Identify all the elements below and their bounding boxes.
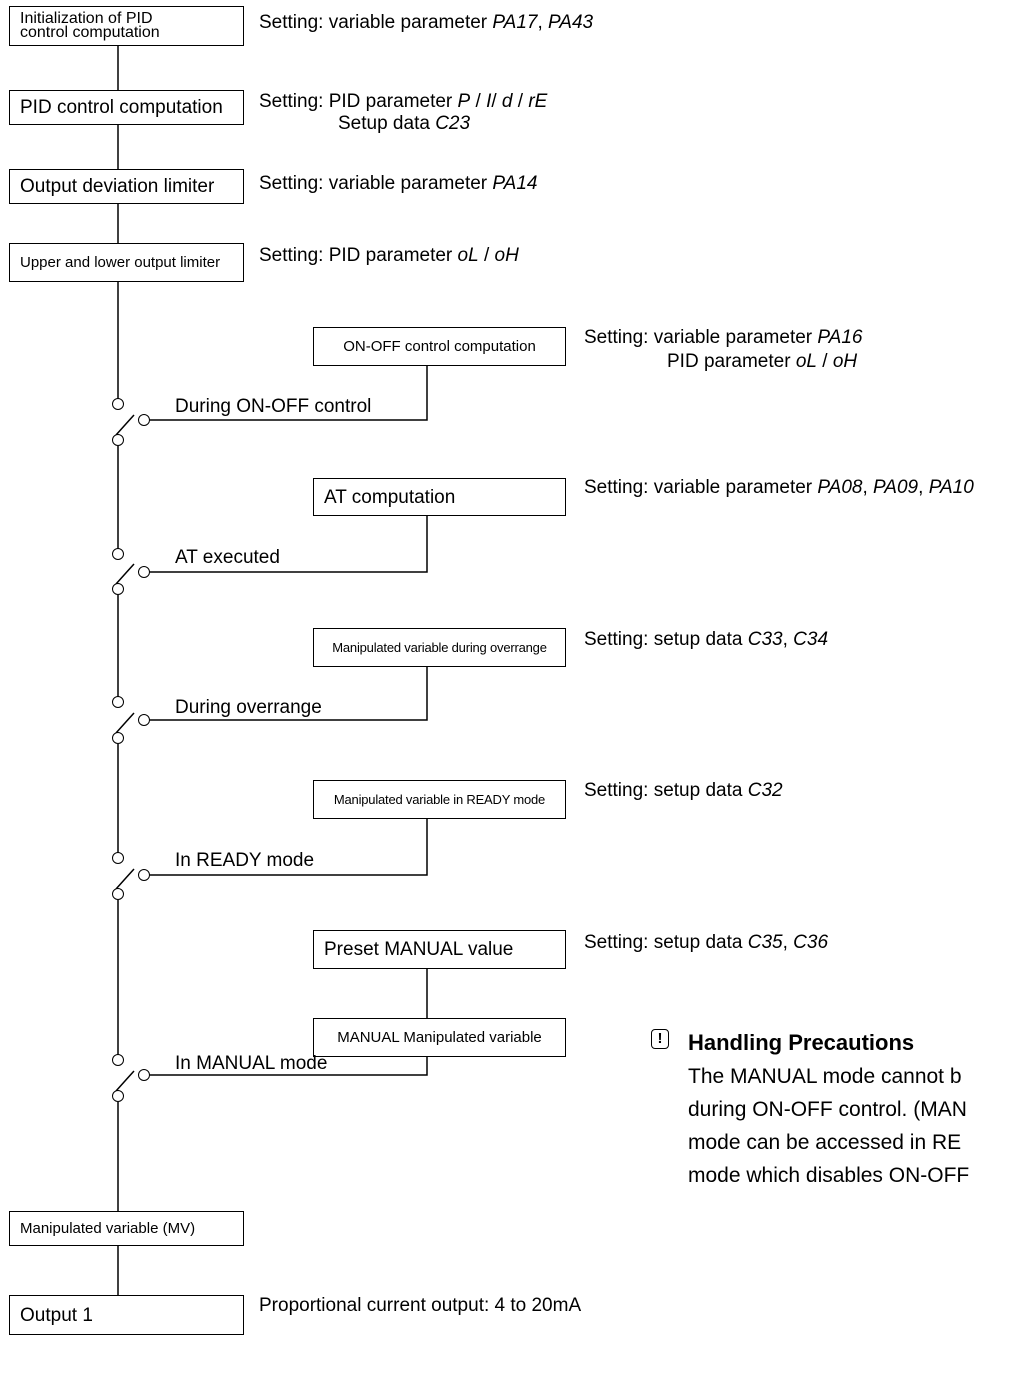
switch-label-onoff: During ON-OFF control	[175, 396, 372, 417]
output-deviation-limiter-box: Output deviation limiter	[9, 169, 244, 204]
switch-contact	[112, 1090, 124, 1102]
switch-contact	[112, 732, 124, 744]
setting-deviation: Setting: variable parameter PA14	[259, 173, 538, 194]
switch-label-at: AT executed	[175, 547, 280, 568]
output1-box: Output 1	[9, 1295, 244, 1335]
manual-mv-label: MANUAL Manipulated variable	[337, 1029, 542, 1046]
ready-mv-label: Manipulated variable in READY mode	[333, 792, 546, 807]
precautions-line: The MANUAL mode cannot b	[688, 1065, 962, 1088]
warning-icon: !	[651, 1029, 669, 1049]
setting-pid: Setting: PID parameter P / I/ d / rE	[259, 91, 548, 112]
output-limiter-box: Upper and lower output limiter	[9, 243, 244, 282]
pid-computation-label: PID control computation	[20, 97, 223, 118]
overrange-mv-box: Manipulated variable during overrange	[313, 628, 566, 667]
setting-ready: Setting: setup data C32	[584, 780, 783, 801]
switch-contact	[138, 566, 150, 578]
switch-contact	[138, 714, 150, 726]
precautions-line: mode which disables ON-OFF	[688, 1164, 970, 1187]
switch-contact	[112, 852, 124, 864]
setting-output1: Proportional current output: 4 to 20mA	[259, 1295, 582, 1316]
switch-contact	[112, 548, 124, 560]
mv-box: Manipulated variable (MV)	[9, 1211, 244, 1246]
ready-mv-box: Manipulated variable in READY mode	[313, 780, 566, 819]
switch-contact	[138, 1069, 150, 1081]
preset-manual-label: Preset MANUAL value	[324, 939, 514, 960]
switch-contact	[112, 888, 124, 900]
output-deviation-label: Output deviation limiter	[20, 176, 215, 197]
switch-contact	[112, 696, 124, 708]
switch-contact	[112, 583, 124, 595]
output1-label: Output 1	[20, 1304, 93, 1326]
setting-pid-setup: Setup data C23	[338, 113, 471, 134]
mv-label: Manipulated variable (MV)	[20, 1220, 196, 1237]
switch-label-overrange: During overrange	[175, 697, 322, 718]
switch-contact	[138, 869, 150, 881]
setting-at: Setting: variable parameter PA08, PA09, …	[584, 477, 974, 498]
onoff-computation-label: ON-OFF control computation	[343, 338, 536, 355]
setting-onoff: Setting: variable parameter PA16	[584, 327, 863, 348]
onoff-computation-box: ON-OFF control computation	[313, 327, 566, 366]
setting-overrange: Setting: setup data C33, C34	[584, 629, 829, 650]
switch-label-manual: In MANUAL mode	[175, 1053, 328, 1074]
setting-preset: Setting: setup data C35, C36	[584, 932, 829, 953]
at-computation-box: AT computation	[313, 478, 566, 516]
setting-limiter: Setting: PID parameter oL / oH	[259, 245, 519, 266]
preset-manual-box: Preset MANUAL value	[313, 930, 566, 969]
precautions-title: Handling Precautions	[688, 1030, 915, 1055]
output-limiter-label: Upper and lower output limiter	[20, 254, 221, 271]
switch-label-ready: In READY mode	[175, 850, 315, 871]
precautions-line: mode can be accessed in RE	[688, 1131, 962, 1154]
switch-contact	[138, 414, 150, 426]
overrange-mv-label: Manipulated variable during overrange	[332, 640, 547, 655]
at-computation-label: AT computation	[324, 486, 456, 508]
init-pid-label-2: control computation	[20, 24, 160, 41]
init-pid-box: Initialization of PID control computatio…	[9, 6, 244, 46]
setting-onoff-pid: PID parameter oL / oH	[667, 351, 858, 372]
switch-contact	[112, 398, 124, 410]
init-pid-label-1: Initialization of PID	[20, 10, 153, 27]
pid-computation-box: PID control computation	[9, 90, 244, 125]
switch-contact	[112, 1054, 124, 1066]
manual-mv-box: MANUAL Manipulated variable	[313, 1018, 566, 1057]
switch-contact	[112, 434, 124, 446]
precautions-line: during ON-OFF control. (MAN	[688, 1098, 967, 1121]
setting-init: Setting: variable parameter PA17, PA43	[259, 12, 594, 33]
